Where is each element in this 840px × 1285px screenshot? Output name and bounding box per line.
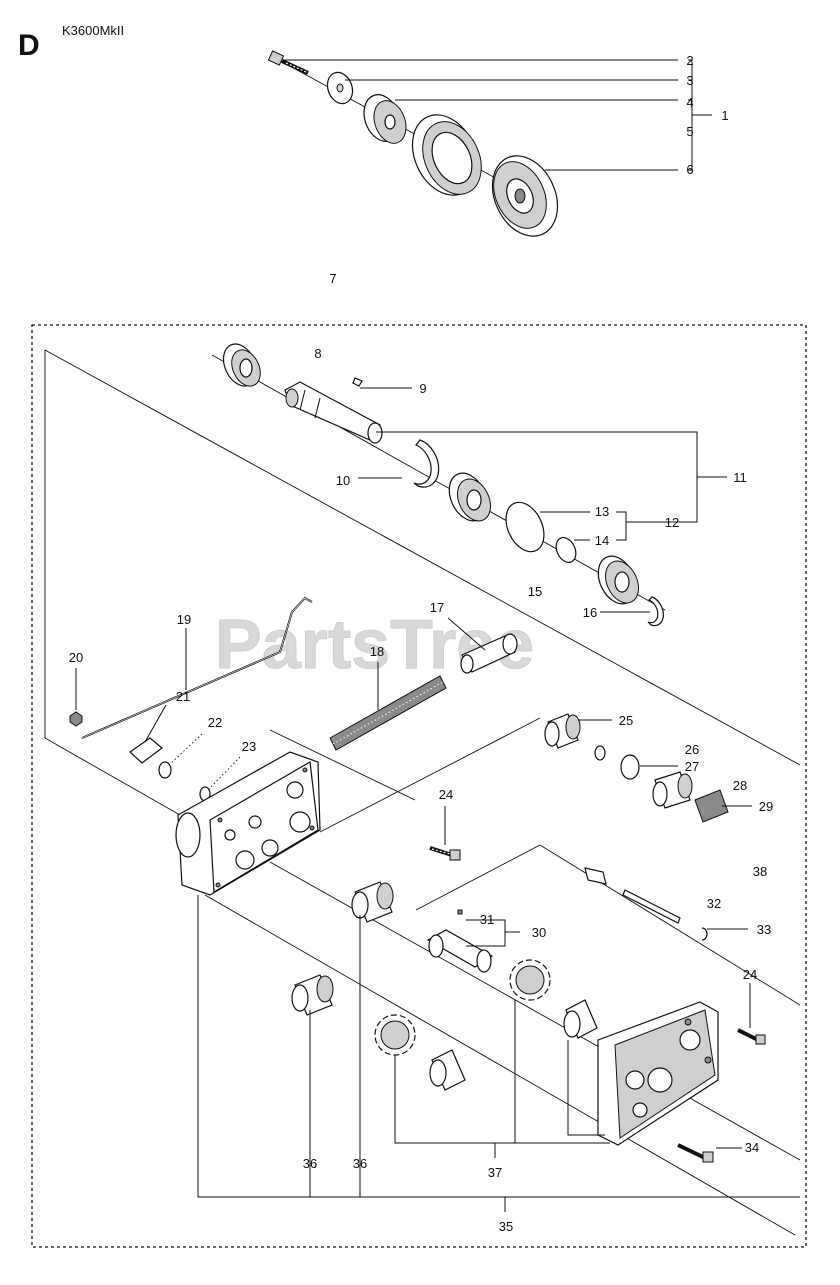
assembly-frame <box>31 324 807 1248</box>
callout-21: 21 <box>176 689 190 704</box>
part-circlip-10 <box>413 439 440 488</box>
callout-36b: 36 <box>353 1156 367 1171</box>
callout-29: 29 <box>759 799 773 814</box>
callout-19: 19 <box>177 612 191 627</box>
part-lever-21 <box>129 737 163 764</box>
callout-25: 25 <box>619 713 633 728</box>
callout-14: 14 <box>595 533 609 548</box>
part-bushing-36b <box>291 974 334 1016</box>
part-oring-27 <box>620 754 640 780</box>
callout-7: 7 <box>329 271 336 286</box>
callout-10: 10 <box>336 473 350 488</box>
part-bushing-28 <box>652 771 693 809</box>
part-spring-29 <box>694 789 729 823</box>
callout-27: 27 <box>685 759 699 774</box>
model-name: K3600MkII <box>62 23 124 38</box>
callout-31: 31 <box>480 912 494 927</box>
callout-37: 37 <box>488 1165 502 1180</box>
part-bushing-25 <box>544 713 581 749</box>
part-rod-19 <box>81 596 313 739</box>
callout-15: 15 <box>528 584 542 599</box>
callout-36a: 36 <box>303 1156 317 1171</box>
callout-24-right: 24 <box>743 967 757 982</box>
callout-2: 2 <box>686 53 693 68</box>
part-ring-5 <box>411 114 482 196</box>
callout-26: 26 <box>685 742 699 757</box>
part-nut-20 <box>69 711 83 727</box>
callout-35: 35 <box>499 1219 513 1234</box>
watermark: PartsTree <box>215 605 534 683</box>
callout-22: 22 <box>208 715 222 730</box>
part-bolt-24-right <box>737 1028 766 1045</box>
part-gear-37b <box>374 1014 416 1056</box>
callout-8: 8 <box>314 346 321 361</box>
callout-6: 6 <box>686 162 693 177</box>
callout-9: 9 <box>419 381 426 396</box>
callout-5: 5 <box>686 124 693 139</box>
part-key-9 <box>352 377 363 387</box>
part-housing-front <box>175 751 321 896</box>
callout-labels: 2 3 4 5 6 1 7 8 9 10 11 12 13 14 15 16 1… <box>69 53 773 1234</box>
part-oring-26 <box>594 745 606 761</box>
part-pin-31 <box>457 909 463 915</box>
part-bearing-15 <box>597 555 639 605</box>
callout-13: 13 <box>595 504 609 519</box>
lower-assembly <box>44 343 801 1236</box>
section-letter: D <box>18 29 40 62</box>
part-valve-pin-32 <box>584 867 681 924</box>
part-shaft-11 <box>284 381 383 444</box>
callout-18: 18 <box>370 644 384 659</box>
part-gear-37a <box>509 959 551 1001</box>
part-oring-14 <box>555 537 577 563</box>
part-shaft-30 <box>426 929 494 973</box>
part-clip-33 <box>701 927 708 941</box>
callout-3: 3 <box>686 73 693 88</box>
callout-30: 30 <box>532 925 546 940</box>
part-bushing-36a <box>351 881 394 923</box>
part-bolt-2 <box>267 50 309 75</box>
part-sleeve-17 <box>460 633 518 674</box>
part-spring-18 <box>329 675 447 751</box>
callout-11: 11 <box>733 470 747 485</box>
part-bolt-24 <box>429 846 461 861</box>
part-pulley-6 <box>491 155 559 237</box>
callout-32: 32 <box>707 896 721 911</box>
part-bushing-mid <box>563 999 598 1039</box>
callout-17: 17 <box>430 600 444 615</box>
callout-34: 34 <box>745 1140 759 1155</box>
callout-20: 20 <box>69 650 83 665</box>
callout-1: 1 <box>721 108 728 123</box>
part-bolt-34 <box>677 1143 714 1163</box>
part-bearing-12 <box>448 472 491 522</box>
callout-4: 4 <box>686 95 693 110</box>
part-hub-4 <box>363 94 407 144</box>
callout-24: 24 <box>439 787 453 802</box>
top-assembly <box>267 50 712 237</box>
callout-16: 16 <box>583 605 597 620</box>
callout-28: 28 <box>733 778 747 793</box>
part-circlip-16 <box>647 596 664 627</box>
part-oring-13 <box>505 501 545 553</box>
axis-upper <box>44 349 801 766</box>
callout-12: 12 <box>665 515 679 530</box>
part-bushing-lower <box>429 1049 466 1091</box>
part-washer-22 <box>158 761 172 779</box>
part-seal-8 <box>222 343 261 387</box>
shaft-axis <box>211 354 666 611</box>
callout-23: 23 <box>242 739 256 754</box>
callout-33: 33 <box>757 922 771 937</box>
callout-38: 38 <box>753 864 767 879</box>
part-washer-3 <box>326 71 354 105</box>
part-housing-rear <box>597 1001 719 1146</box>
